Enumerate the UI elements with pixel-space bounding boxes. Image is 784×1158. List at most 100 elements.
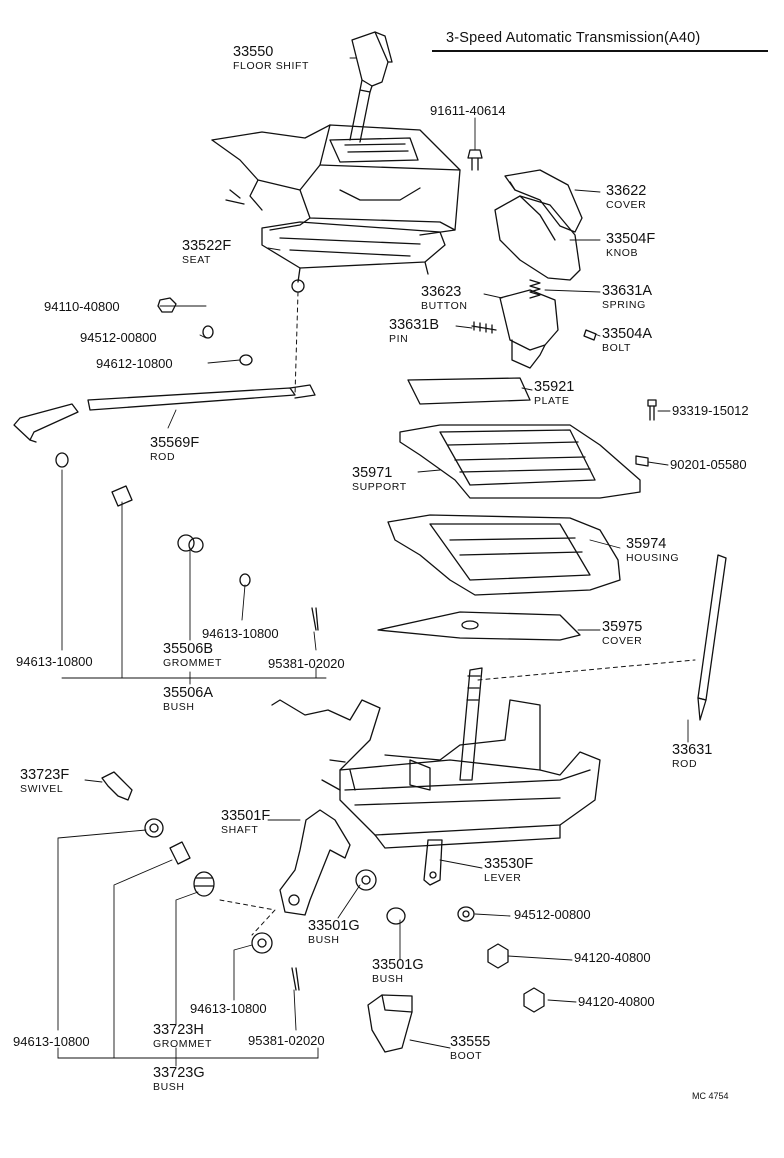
part-number: 33723H [153, 1022, 204, 1038]
label-33501G-b: 33501G BUSH [372, 958, 424, 984]
bush-33723G [169, 841, 191, 865]
part-number: 33501G [372, 957, 424, 973]
label-33631: 33631 ROD [672, 743, 712, 769]
label-91611: 91611-40614 [430, 104, 506, 117]
floor-shift-lever [349, 31, 393, 143]
label-94613-c: 94613-10800 [190, 1002, 267, 1015]
label-33723F: 33723F SWIVEL [20, 768, 69, 794]
part-name: BUTTON [421, 299, 468, 312]
part-name: SPRING [602, 298, 646, 311]
part-name: SHAFT [221, 823, 259, 836]
part-number: 94512-00800 [80, 330, 157, 345]
label-33550: 33550 FLOOR SHIFT [233, 45, 309, 71]
label-90201: 90201-05580 [670, 458, 747, 471]
leader-lines [57, 57, 689, 1067]
part-number: 94613-10800 [202, 626, 279, 641]
knob-cover [504, 169, 583, 233]
part-number: 94613-10800 [190, 1001, 267, 1016]
rod-35569F [13, 384, 316, 443]
spring [529, 279, 541, 299]
washer-94613-d [144, 818, 164, 838]
part-number: 94612-10800 [96, 356, 173, 371]
label-35974: 35974 HOUSING [626, 537, 679, 563]
part-number: 33501F [221, 808, 271, 824]
label-33530F: 33530F LEVER [484, 857, 533, 883]
part-name: PLATE [534, 394, 570, 407]
part-name: ROD [672, 757, 698, 770]
shift-seat-assembly [211, 124, 461, 293]
part-name: BUSH [163, 700, 195, 713]
part-name: PIN [389, 332, 409, 345]
part-number: 33723F [20, 767, 70, 783]
washer-94613-a [55, 452, 69, 468]
part-name: ROD [150, 450, 176, 463]
housing-35974 [387, 514, 621, 596]
base-bracket [271, 667, 601, 849]
part-name: HOUSING [626, 551, 680, 564]
part-number: 33522F [182, 238, 232, 254]
washer-94612 [239, 354, 253, 366]
swivel-33723F [101, 771, 133, 801]
part-name: KNOB [606, 246, 639, 259]
label-33504F: 33504F KNOB [606, 232, 655, 258]
part-number: 35971 [352, 465, 393, 481]
grommet-35506B [177, 534, 204, 553]
label-35921: 35921 PLATE [534, 380, 574, 406]
part-name: GROMMET [163, 656, 223, 669]
washer-94512-b [457, 906, 475, 922]
label-95381-a: 95381-02020 [268, 657, 345, 670]
label-94110: 94110-40800 [44, 300, 120, 313]
label-94612: 94612-10800 [96, 357, 173, 370]
nut-94110 [157, 297, 177, 313]
label-94613-a: 94613-10800 [16, 655, 93, 668]
part-number: 33530F [484, 856, 534, 872]
label-33522F: 33522F SEAT [182, 239, 231, 265]
bolt-33504A [583, 329, 597, 341]
label-33504A: 33504A BOLT [602, 327, 652, 353]
part-number: 33623 [421, 284, 462, 300]
part-number: 35975 [602, 619, 643, 635]
part-name: SUPPORT [352, 480, 407, 493]
label-35971: 35971 SUPPORT [352, 466, 407, 492]
label-33623: 33623 BUTTON [421, 285, 468, 311]
part-number: 33504A [602, 326, 652, 342]
diagram-title: 3-Speed Automatic Transmission(A40) [446, 30, 701, 46]
part-number: 94512-00800 [514, 907, 591, 922]
part-number: 91611-40614 [430, 103, 506, 118]
part-number: 33631B [389, 317, 439, 333]
label-35975: 35975 COVER [602, 620, 642, 646]
part-name: BOLT [602, 341, 632, 354]
grommet-33723H [193, 871, 215, 897]
part-number: 33631A [602, 283, 652, 299]
label-35506A: 35506A BUSH [163, 686, 213, 712]
part-name: GROMMET [153, 1037, 213, 1050]
pin [471, 321, 497, 334]
label-33631B: 33631B PIN [389, 318, 439, 344]
part-number: 95381-02020 [268, 656, 345, 671]
diagram-code: MC 4754 [692, 1091, 729, 1101]
nut-94120-a [487, 943, 509, 969]
part-number: 33504F [606, 231, 656, 247]
nut-94120-b [523, 987, 545, 1013]
shaft-33501F [279, 809, 351, 916]
bush-35506A [111, 485, 133, 507]
part-number: 95381-02020 [248, 1033, 325, 1048]
part-name: COVER [602, 634, 643, 647]
cotter-pin-95381-a [311, 607, 319, 631]
label-33622: 33622 COVER [606, 184, 646, 210]
part-number: 33723G [153, 1065, 205, 1081]
part-name: BUSH [153, 1080, 185, 1093]
title-underline [432, 50, 768, 52]
cover-35975 [377, 611, 581, 641]
support-35971 [399, 424, 641, 499]
label-94120-a: 94120-40800 [574, 951, 651, 964]
part-number: 93319-15012 [672, 403, 749, 418]
part-number: 33555 [450, 1034, 491, 1050]
part-number: 35921 [534, 379, 575, 395]
label-93319: 93319-15012 [672, 404, 749, 417]
bolt-91611 [467, 149, 483, 171]
part-number: 94110-40800 [44, 299, 120, 314]
label-94512-b: 94512-00800 [514, 908, 591, 921]
